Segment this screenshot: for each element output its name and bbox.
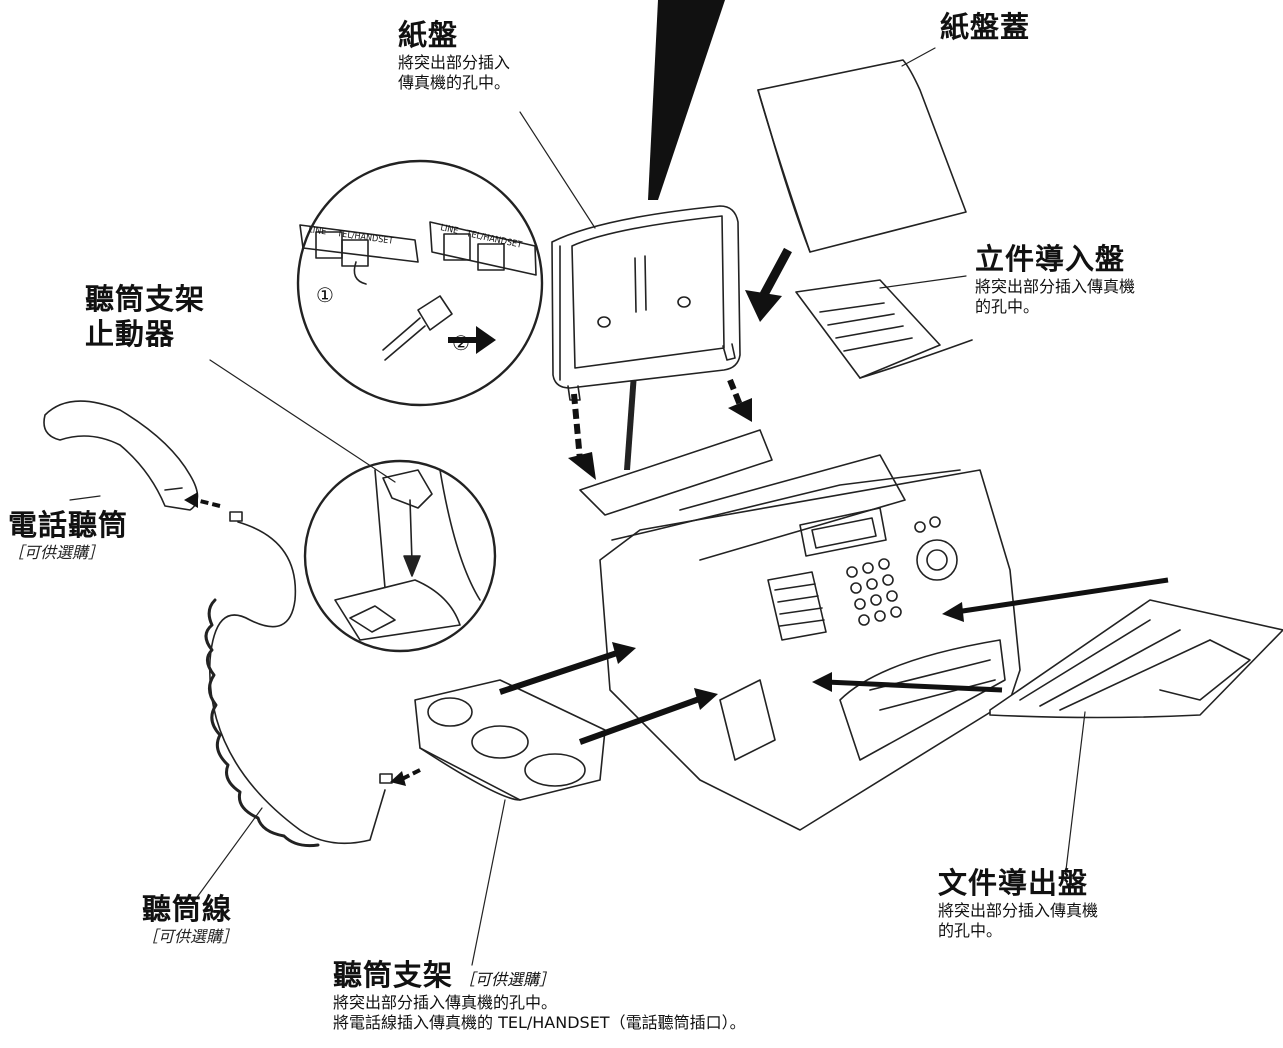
handset-cord-title: 聽筒線	[142, 892, 233, 926]
leader-cord	[194, 807, 263, 901]
paper-tray-title: 紙盤	[398, 18, 459, 52]
jack-line-text: LINE	[308, 225, 327, 237]
perspective-wedge	[648, 0, 725, 200]
jack-inset	[296, 159, 544, 407]
paper-tray-cover-part	[757, 59, 967, 253]
document-guide-part	[795, 279, 973, 379]
handset-cradle-label: 聽筒支架 ［可供選購］ 將突出部分插入傳真機的孔中。 將電話線插入傳真機的 TEL…	[333, 958, 746, 1033]
handset-cradle-title: 聽筒支架	[333, 958, 454, 992]
fax-machine-body	[579, 429, 1021, 831]
stopper-inset	[303, 459, 497, 653]
document-exit-part	[989, 599, 1283, 719]
handset-title: 電話聽筒	[8, 508, 129, 542]
handset-cord-label: 聽筒線 ［可供選購］	[142, 892, 238, 946]
handset-option: ［可供選購］	[8, 542, 105, 562]
handset-cord-option: ［可供選購］	[142, 926, 239, 946]
doc-guide-note-2: 的孔中。	[975, 296, 1040, 316]
doc-guide-note-1: 將突出部分插入傳真機	[975, 276, 1136, 296]
handset-cradle-note-1: 將突出部分插入傳真機的孔中。	[333, 992, 558, 1012]
handset-stopper-title-2: 止動器	[85, 316, 176, 351]
paper-tray-cover-label: 紙盤蓋	[940, 10, 1030, 45]
paper-tray-note-1: 將突出部分插入	[398, 52, 511, 72]
handset-cradle-part	[414, 679, 606, 801]
step-2-marker: ②	[452, 331, 470, 355]
wedge-pointer	[624, 360, 638, 470]
handset-label: 電話聽筒 ［可供選購］	[8, 508, 128, 562]
doc-guide-title: 立件導入盤	[975, 242, 1126, 276]
paper-tray-part	[551, 205, 741, 401]
assembly-arrows	[184, 247, 1169, 786]
handset-stopper-title-1: 聽筒支架	[85, 282, 206, 316]
doc-exit-note-1: 將突出部分插入傳真機	[938, 900, 1099, 920]
doc-exit-note-2: 的孔中。	[938, 920, 1003, 940]
leader-paper-tray-cover	[901, 47, 936, 67]
step-1-marker: ①	[316, 283, 334, 307]
paper-tray-label: 紙盤 將突出部分插入 傳真機的孔中。	[398, 18, 510, 93]
leader-stopper	[209, 359, 396, 483]
leader-handset	[69, 495, 101, 501]
paper-tray-note-2: 傳真機的孔中。	[398, 72, 511, 92]
doc-exit-label: 文件導出盤 將突出部分插入傳真機 的孔中。	[938, 866, 1098, 941]
leader-paper-tray	[519, 111, 596, 229]
handset-stopper-label: 聽筒支架 止動器	[85, 282, 205, 352]
leader-doc-guide	[879, 275, 967, 289]
leader-doc-exit	[1065, 711, 1086, 871]
handset-cradle-note-2: 將電話線插入傳真機的 TEL/HANDSET（電話聽筒插口）。	[333, 1012, 746, 1032]
handset-part	[43, 400, 199, 511]
leader-cradle	[471, 799, 506, 966]
doc-guide-label: 立件導入盤 將突出部分插入傳真機 的孔中。	[975, 242, 1135, 317]
coiled-cord	[204, 511, 393, 848]
jack-line-text-2: LINE	[439, 223, 459, 237]
doc-exit-title: 文件導出盤	[938, 866, 1089, 900]
handset-cradle-option: ［可供選購］	[459, 970, 556, 989]
paper-tray-cover-title: 紙盤蓋	[940, 10, 1031, 44]
